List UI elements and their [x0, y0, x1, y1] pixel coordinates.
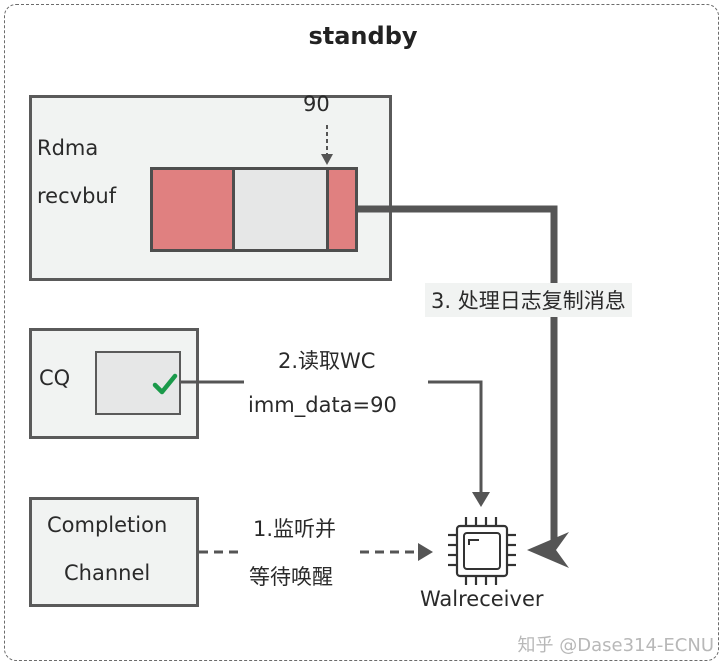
step1-label-line1: 1.监听并 [253, 517, 337, 541]
standby-title: standby [308, 22, 418, 50]
step1-arrow [199, 543, 433, 561]
step3-arrow [358, 205, 569, 568]
walreceiver-label: Walreceiver [420, 587, 544, 611]
check-icon [152, 373, 178, 395]
completion-channel-box [29, 497, 199, 607]
cpu-chip-icon [448, 517, 516, 585]
completion-label: Completion [47, 513, 168, 537]
wc-entry [95, 351, 181, 415]
step2-label-line1: 2.读取WC [278, 349, 376, 373]
standby-frame [4, 4, 719, 661]
channel-label: Channel [64, 561, 151, 585]
step3-label: 3. 处理日志复制消息 [425, 283, 632, 317]
cq-label: CQ [39, 366, 71, 390]
buffer-segment-free [232, 167, 329, 252]
step2-arrow [181, 380, 490, 507]
step1-label-line2: 等待唤醒 [249, 565, 333, 589]
recvbuf-label: recvbuf [37, 184, 117, 208]
buffer-segment-used-right [326, 167, 358, 252]
step2-label-line2: imm_data=90 [248, 393, 397, 417]
buffer-pointer-value: 90 [303, 92, 330, 116]
rdma-label: Rdma [37, 136, 99, 160]
buffer-pointer-arrow [321, 125, 333, 165]
watermark: 知乎 @Dase314-ECNU [517, 635, 715, 656]
